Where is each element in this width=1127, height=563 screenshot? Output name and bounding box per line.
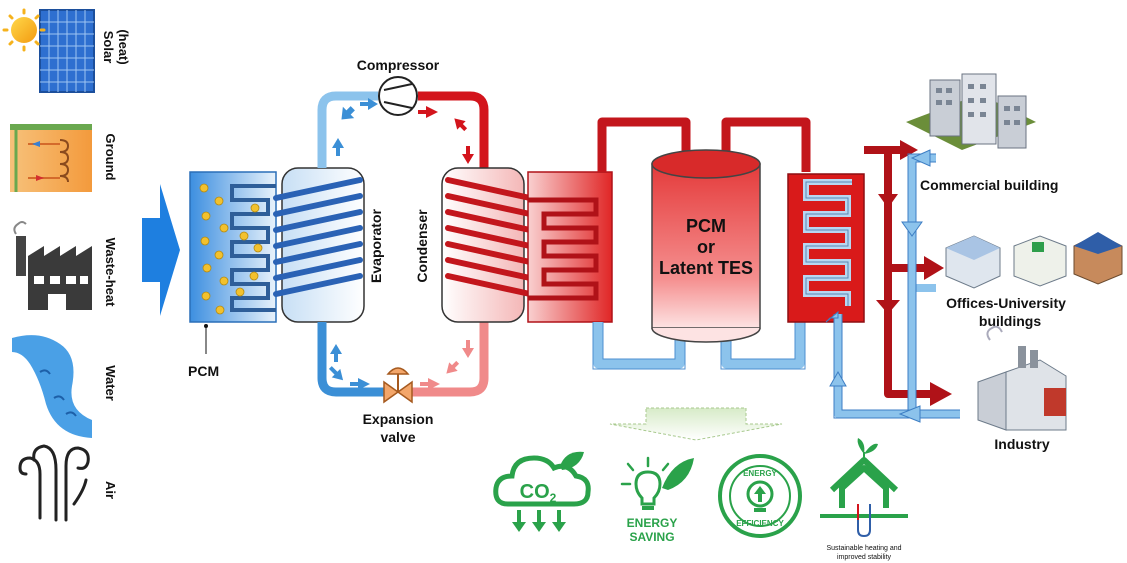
sun-icon [2, 8, 46, 52]
source-label-solar-line2: (heat) [116, 29, 131, 64]
condenser [441, 167, 533, 323]
pcm-particles [199, 183, 263, 315]
efficiency-ring-top: ENERGY [743, 469, 777, 478]
flow-arrows-hot [418, 106, 474, 164]
energy-saving-label-line2: SAVING [629, 530, 674, 544]
co2-subscript: 2 [550, 491, 557, 505]
source-label-solar-line1: Solar [101, 31, 116, 64]
district-return-arrows [825, 149, 931, 423]
expansion-valve-label-line1: Expansion [363, 411, 434, 427]
source-waste-heat [13, 221, 92, 310]
industry-label: Industry [994, 436, 1049, 452]
solar-panel-icon [39, 9, 95, 93]
water-flow-icon [12, 335, 92, 438]
evaporator-label: Evaporator [368, 208, 384, 282]
hot-supply-pipes [597, 117, 811, 172]
compressor [378, 76, 418, 116]
latent-tes-tank [651, 149, 761, 343]
offices-label-line1: Offices-University [946, 295, 1066, 311]
source-label-ground: Ground [103, 134, 118, 181]
evaporator [273, 167, 365, 323]
factory-icon [13, 221, 92, 310]
industry-icon [977, 325, 1067, 431]
compressor-label: Compressor [357, 57, 440, 73]
offices-label-line2: buildings [979, 313, 1041, 329]
sustainable-label-line2: improved stability [837, 554, 892, 561]
cold-return-pipes [593, 322, 805, 369]
commercial-building-label: Commercial building [920, 177, 1058, 193]
source-solar [2, 8, 95, 93]
pcm-label: PCM [188, 363, 219, 379]
district-supply-arrows [876, 140, 952, 406]
flow-arrows-cold [328, 98, 378, 390]
co2-label: CO2 [520, 481, 557, 505]
refrigerant-loop [317, 91, 489, 397]
commercial-building-icon [906, 73, 1036, 150]
pcm-heat-exchanger [189, 171, 277, 354]
office-buildings-icon [945, 232, 1123, 289]
hot-side-heat-exchanger [527, 171, 613, 323]
input-arrow-icon [142, 184, 180, 316]
tank-label-line1: PCM [686, 216, 726, 236]
source-label-water: Water [103, 365, 118, 401]
source-water [12, 335, 92, 438]
sustainable-label-line1: Sustainable heating and [826, 545, 901, 552]
energy-efficiency-icon [718, 454, 802, 538]
co2-reduction-icon [493, 451, 591, 532]
ground-loop-icon [10, 124, 92, 192]
distribution-heat-exchanger [787, 173, 865, 323]
source-label-waste-heat: Waste-heat [103, 238, 118, 308]
benefits-arrow-icon [609, 407, 783, 441]
tank-label-line3: Latent TES [659, 258, 753, 278]
expansion-valve [383, 367, 413, 404]
source-ground [10, 124, 92, 192]
tank-label-line2: or [697, 237, 715, 257]
energy-saving-label-line1: ENERGY [627, 516, 678, 530]
sustainable-home-icon [820, 438, 908, 538]
air-wind-icon [18, 444, 90, 522]
co2-text: CO [520, 481, 550, 503]
source-label-air: Air [103, 481, 118, 499]
expansion-valve-label-line2: valve [380, 429, 415, 445]
condenser-label: Condenser [414, 209, 430, 283]
efficiency-ring-bottom: EFFICIENCY [736, 519, 784, 528]
source-air [18, 444, 90, 522]
flow-arrows-warm [420, 340, 474, 390]
energy-saving-icon [620, 456, 694, 510]
